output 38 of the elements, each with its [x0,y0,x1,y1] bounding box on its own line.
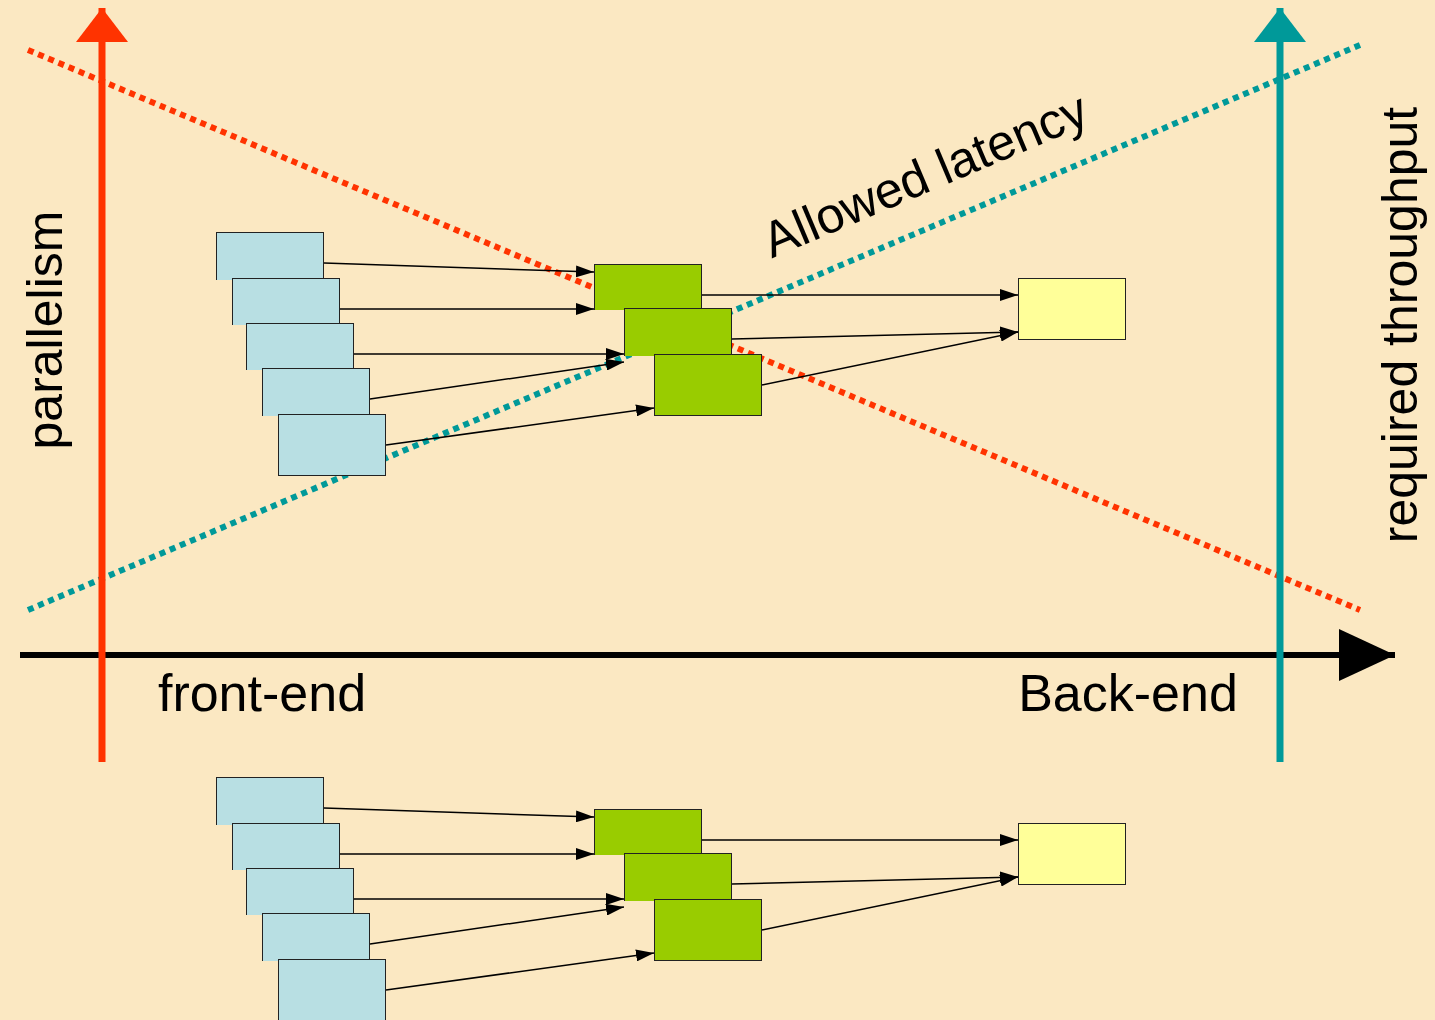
process-box [216,777,324,825]
process-box [624,853,732,901]
axis-label: Back-end [1018,667,1238,719]
process-box [278,414,386,476]
process-box [232,278,340,325]
process-box [262,368,370,416]
process-box [246,323,354,370]
process-box [654,899,762,961]
arrow [731,326,1019,340]
arrow [385,949,655,991]
arrow [353,348,625,360]
process-box [1018,823,1126,885]
arrow [731,871,1019,885]
process-box [594,809,702,855]
axis-label: front-end [157,667,367,719]
arrow [339,848,595,860]
process-box [246,868,354,915]
arrow [701,289,1019,301]
process-box [232,823,340,870]
arrow [701,834,1019,846]
arrow [353,893,625,905]
arrow [323,262,595,278]
arrow [761,874,1019,931]
arrow [761,329,1019,386]
process-box [594,264,702,310]
process-box [262,913,370,961]
arrow [323,807,595,823]
process-box [1018,278,1126,340]
process-box [216,232,324,280]
axis-label: required throughput [1375,106,1425,544]
arrow [385,404,655,446]
arrow [369,903,625,945]
process-box [624,308,732,356]
arrow [369,358,625,400]
axis-label: parallelism [20,210,70,450]
arrow [339,303,595,315]
process-box [654,354,762,416]
process-box [278,959,386,1020]
